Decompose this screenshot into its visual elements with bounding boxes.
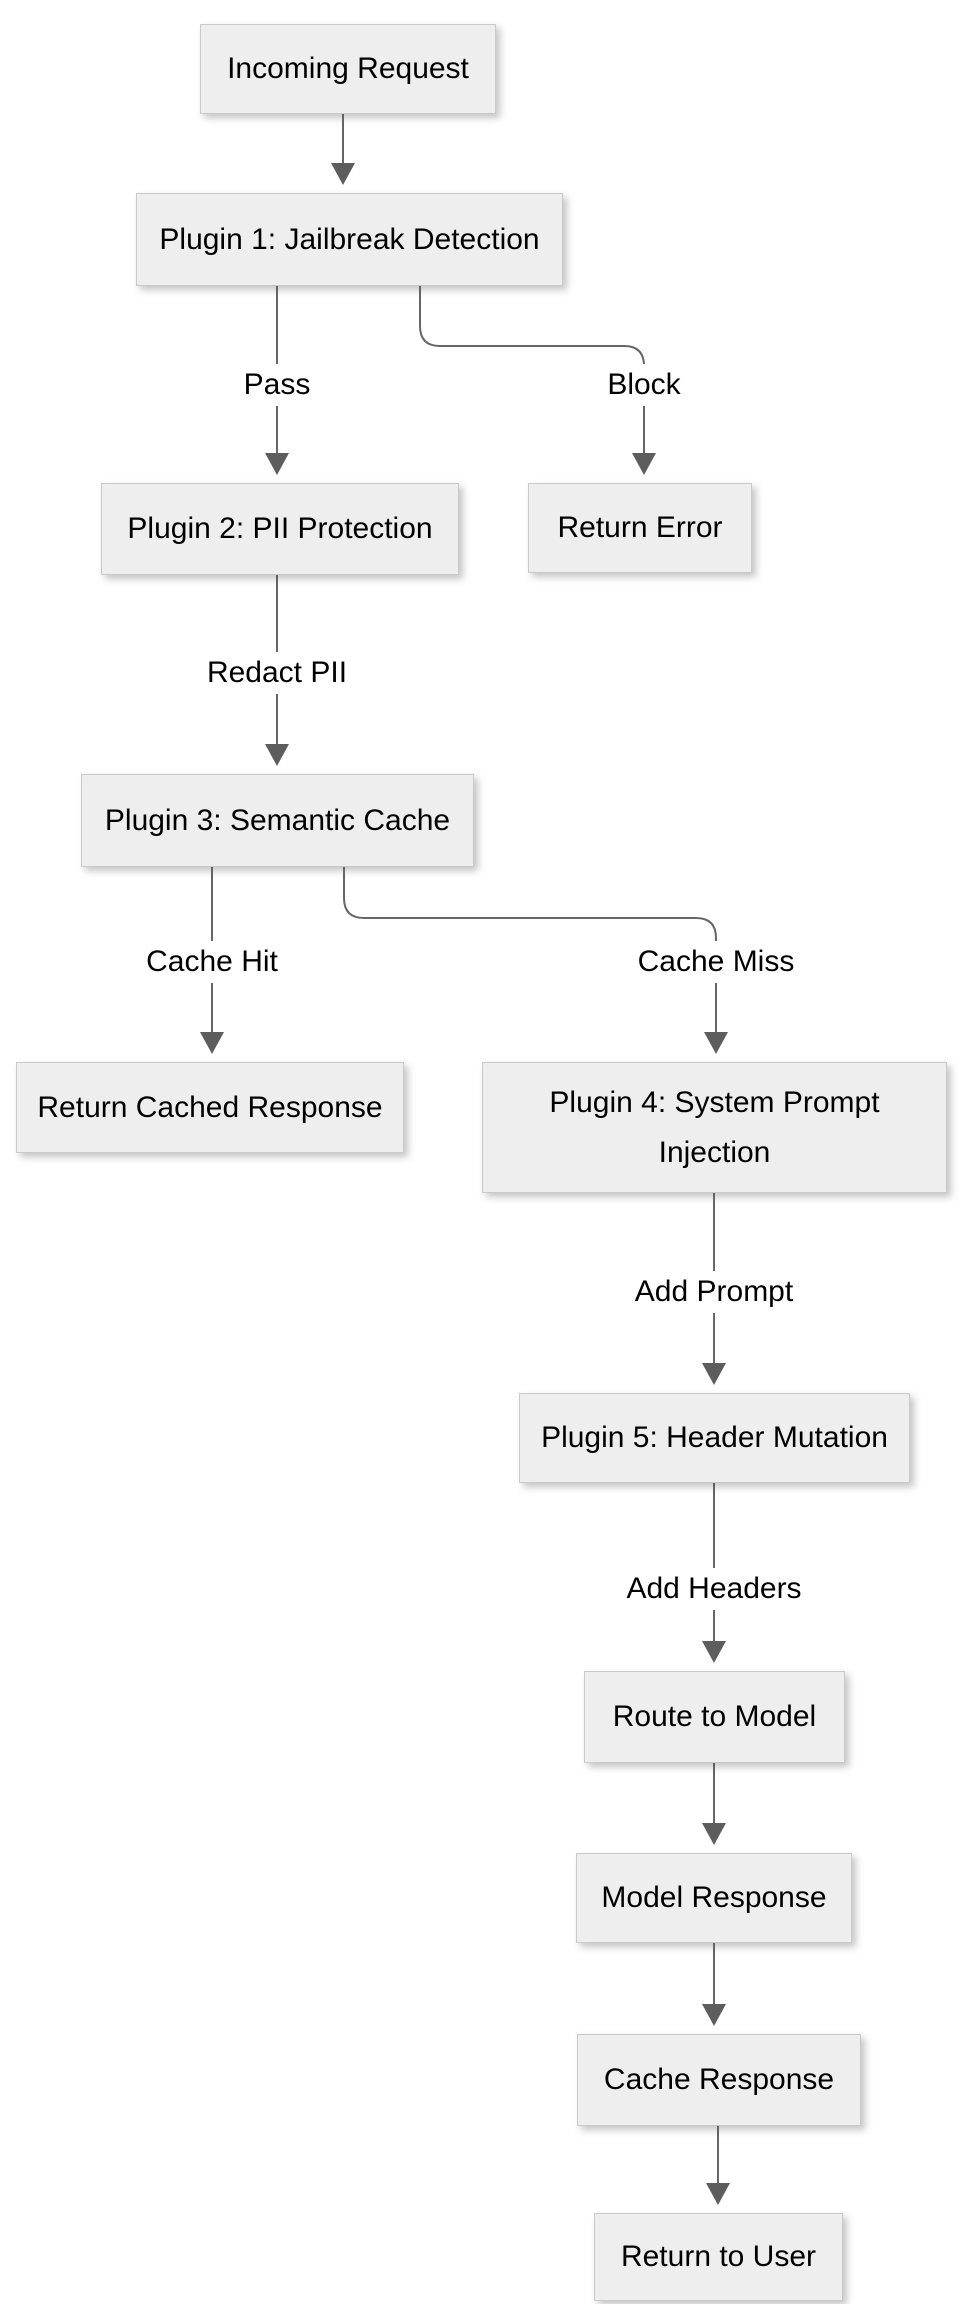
node-return-cached: Return Cached Response <box>16 1062 404 1153</box>
node-label: Return to User <box>620 2240 817 2274</box>
node-label: Plugin 3: Semantic Cache <box>104 803 451 837</box>
node-label: Route to Model <box>612 1700 817 1734</box>
edge-label-add-headers: Add Headers <box>616 1568 812 1610</box>
node-plugin-5: Plugin 5: Header Mutation <box>519 1393 910 1483</box>
edge-label-cache-miss: Cache Miss <box>627 941 805 983</box>
node-return-error: Return Error <box>528 483 752 573</box>
arrowhead-icon <box>702 1363 726 1385</box>
node-label: Cache Response <box>603 2063 835 2097</box>
edge-label-cache-hit: Cache Hit <box>136 941 288 983</box>
node-plugin-3: Plugin 3: Semantic Cache <box>81 774 474 867</box>
edge-label-block: Block <box>597 364 691 406</box>
node-plugin-4: Plugin 4: System Prompt Injection <box>482 1062 947 1193</box>
arrowhead-icon <box>632 453 656 475</box>
node-label: Model Response <box>601 1881 827 1915</box>
node-label: Plugin 5: Header Mutation <box>541 1421 888 1455</box>
arrowhead-icon <box>200 1032 224 1054</box>
node-label: Return Error <box>557 511 723 545</box>
edge-label-add-prompt: Add Prompt <box>624 1271 804 1313</box>
arrowhead-icon <box>331 163 355 185</box>
arrowhead-icon <box>265 453 289 475</box>
arrowhead-icon <box>704 1032 728 1054</box>
edge-label-redact-pii: Redact PII <box>196 652 358 694</box>
arrowhead-icon <box>702 2004 726 2026</box>
arrowhead-icon <box>702 1641 726 1663</box>
connector-plugin-1-to-return-error <box>419 286 645 453</box>
node-label: Plugin 2: PII Protection <box>127 512 433 546</box>
node-plugin-2: Plugin 2: PII Protection <box>101 483 459 575</box>
node-cache-response: Cache Response <box>577 2034 861 2126</box>
node-return-to-user: Return to User <box>594 2213 843 2301</box>
arrowhead-icon <box>702 1823 726 1845</box>
node-model-response: Model Response <box>576 1853 852 1943</box>
arrowhead-icon <box>265 744 289 766</box>
node-label: Incoming Request <box>227 52 469 86</box>
connector-plugin-3-to-plugin-4 <box>343 867 717 1032</box>
node-label: Return Cached Response <box>37 1090 383 1124</box>
node-route-to-model: Route to Model <box>584 1671 845 1763</box>
node-plugin-1: Plugin 1: Jailbreak Detection <box>136 193 563 286</box>
edge-label-pass: Pass <box>233 364 321 406</box>
node-incoming-request: Incoming Request <box>200 24 496 114</box>
node-label: Plugin 4: System Prompt Injection <box>549 1086 880 1169</box>
arrowhead-icon <box>706 2183 730 2205</box>
node-label: Plugin 1: Jailbreak Detection <box>159 222 540 256</box>
